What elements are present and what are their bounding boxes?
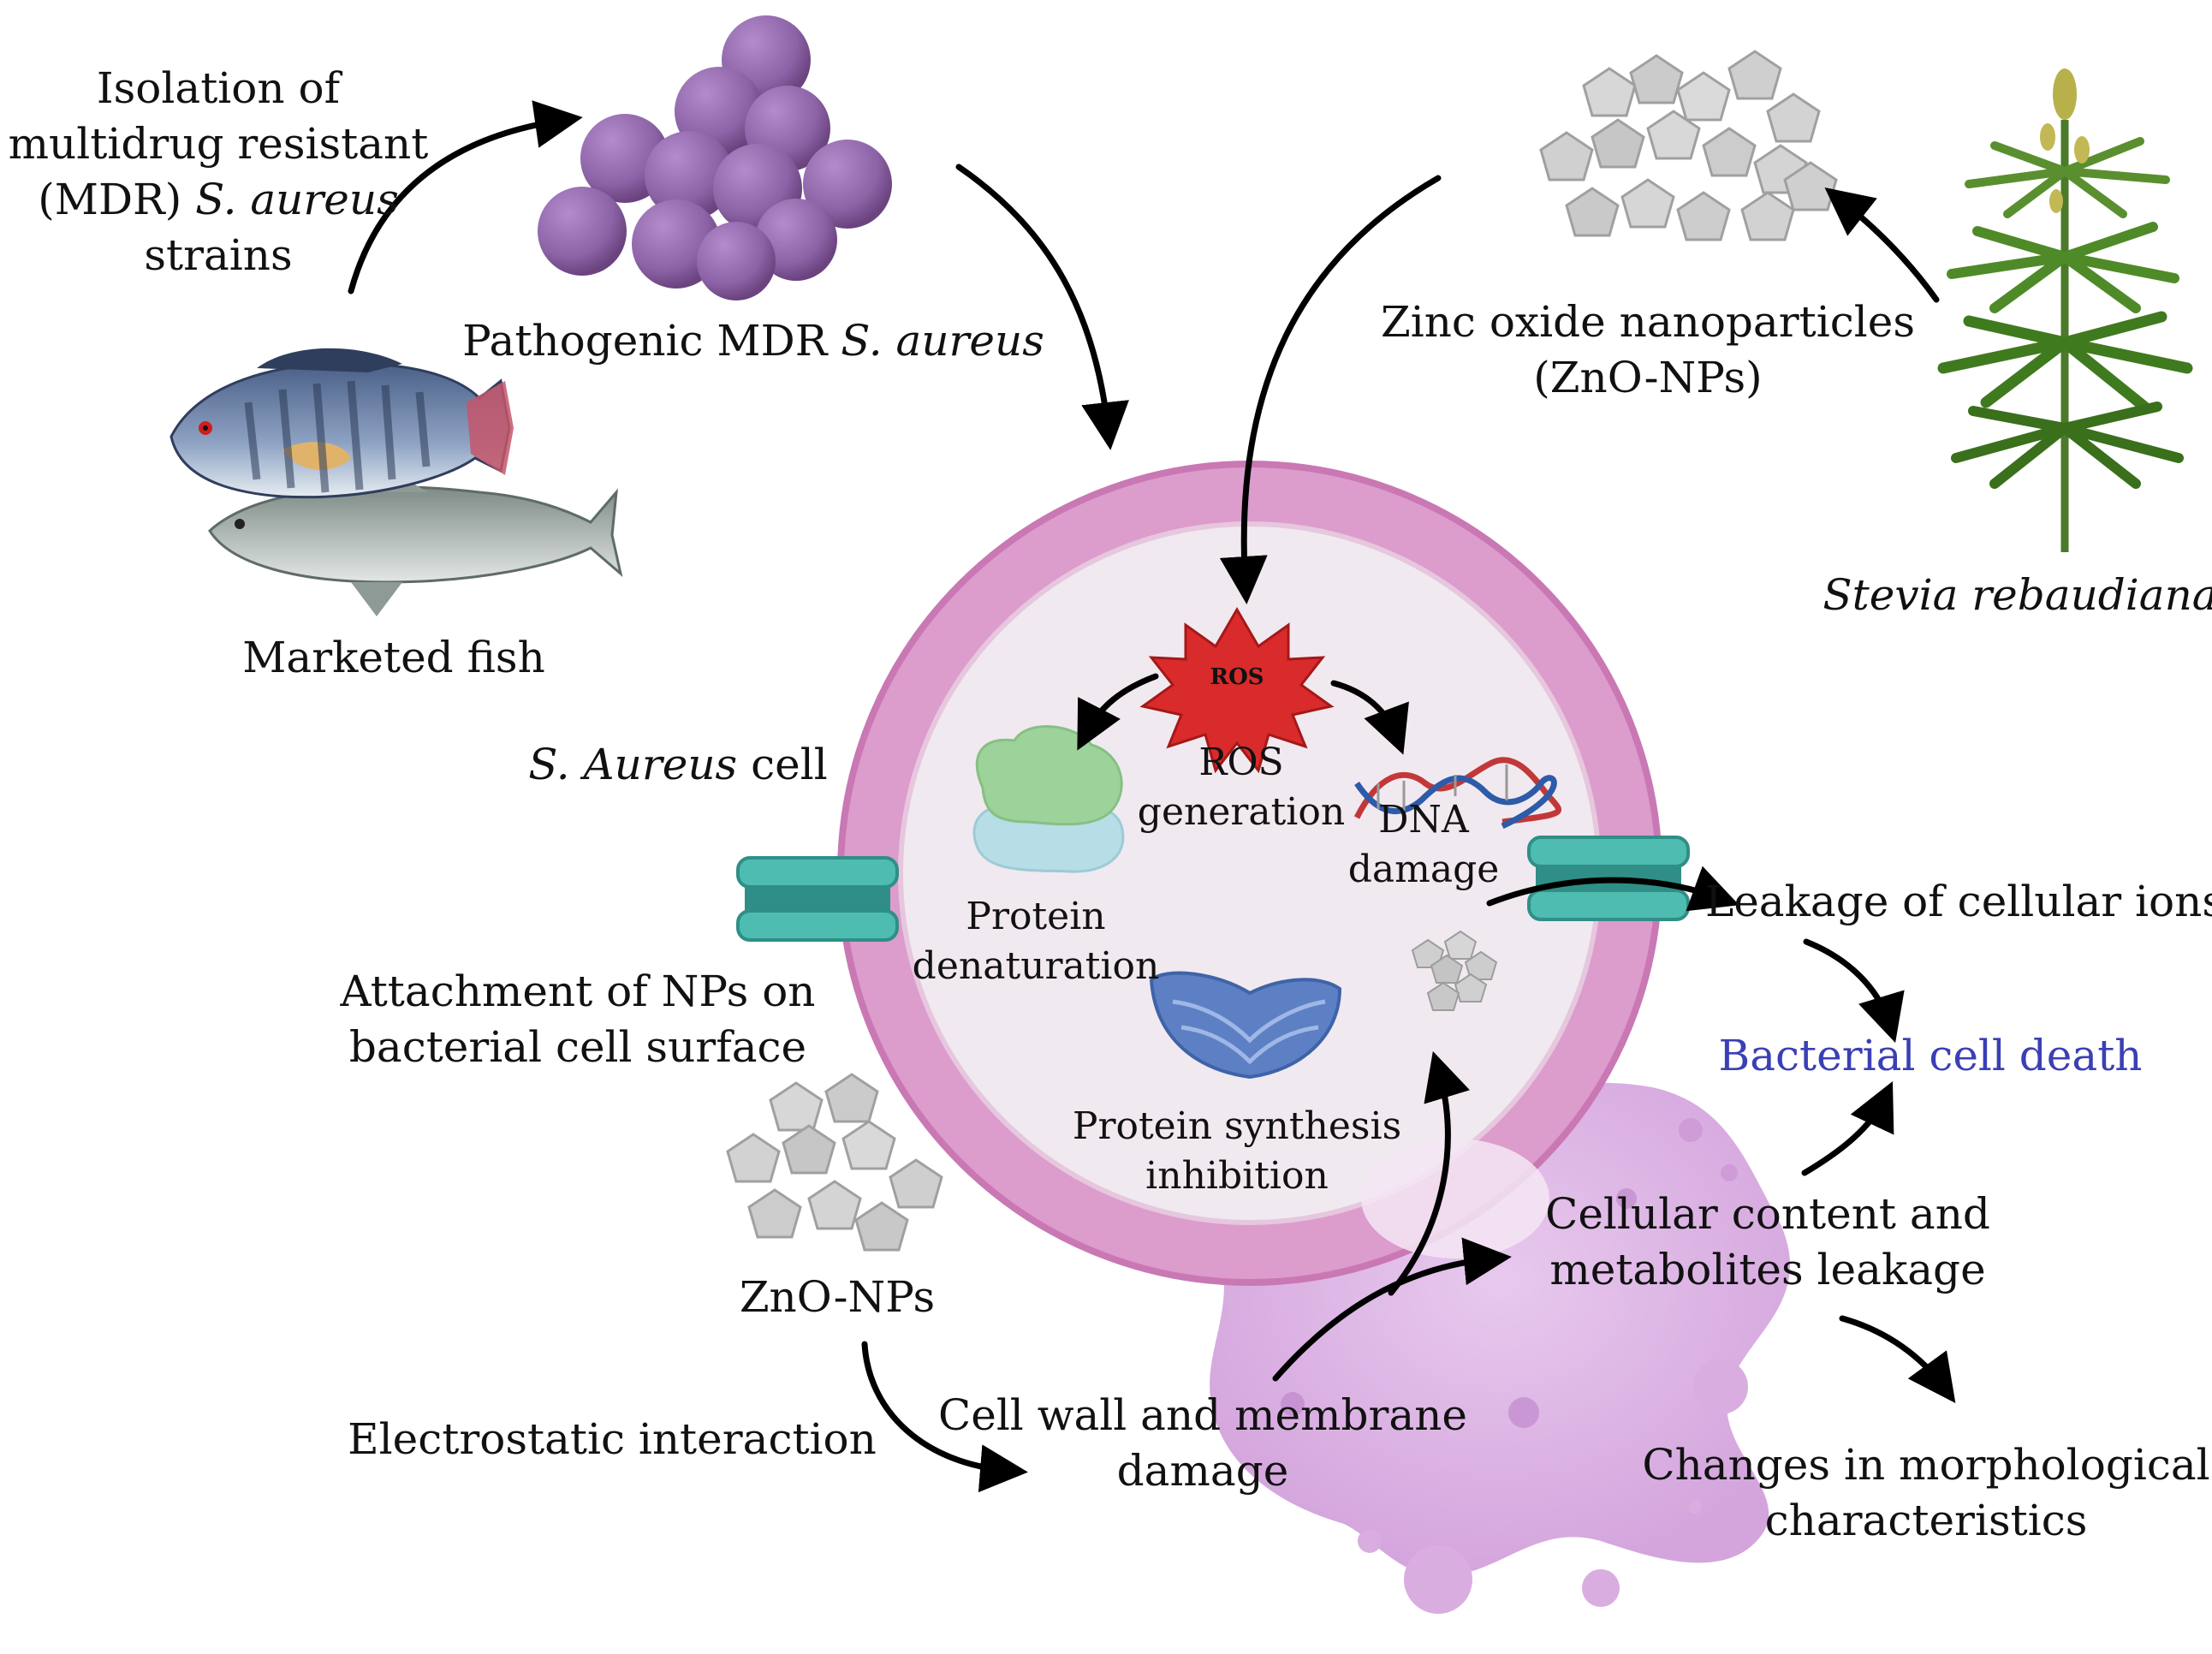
wall-damage-line-1: Cell wall and membrane [938, 1390, 1467, 1440]
ribosome-icon [1149, 971, 1342, 1080]
zno-nanoparticle-cluster-lower-icon [726, 1073, 943, 1252]
stevia-label: Stevia rebaudiana [1823, 570, 2212, 620]
labels: Isolation of multidrug resistant (MDR) S… [9, 63, 2212, 1545]
nanoparticle-cluster-inside [1411, 930, 1498, 1011]
cell-label: S. Aureus cell [528, 740, 827, 789]
isolation-line-1: Isolation of [97, 63, 343, 113]
isolation-line-2: multidrug resistant [9, 119, 429, 169]
arrows [348, 100, 1956, 1493]
dna-icon [1353, 757, 1562, 830]
protein-icon [972, 725, 1125, 873]
protein-synthesis-line-2: inhibition [1145, 1154, 1329, 1198]
attachment-line-2: bacterial cell surface [349, 1022, 806, 1072]
marketed-fish-label: Marketed fish [242, 633, 545, 682]
zno-title-line-2: (ZnO-NPs) [1533, 353, 1762, 402]
ros-badge-text: ROS [1210, 664, 1264, 690]
arrow-ros-to-dna [1330, 680, 1409, 755]
attachment-line-1: Attachment of NPs on [339, 967, 815, 1016]
isolation-line-3: (MDR) S. aureus [38, 175, 398, 224]
isolation-line-4: strains [144, 230, 292, 280]
morphological-line-1: Changes in morphological [1642, 1440, 2209, 1490]
arrow-ros-to-protein [1077, 673, 1159, 751]
zno-nanoparticle-cluster-icon [1539, 50, 1838, 241]
zno-nps-label: ZnO-NPs [740, 1272, 935, 1322]
arrow-damage-to-inside [1388, 1050, 1470, 1296]
bacterial-death-label: Bacterial cell death [1719, 1031, 2143, 1080]
protein-synthesis-line-1: Protein synthesis [1073, 1104, 1401, 1148]
cell-content-line-1: Cellular content and [1545, 1189, 1990, 1239]
leakage-ions-label: Leakage of cellular ions [1705, 877, 2212, 926]
arrow-content-to-morph [1839, 1315, 1956, 1403]
pathogenic-label: Pathogenic MDR S. aureus [462, 316, 1044, 366]
arrow-bacteria-to-cell [955, 164, 1129, 450]
arrow-zno-to-ros [1219, 175, 1442, 604]
fish-icon [169, 348, 623, 616]
arrow-content-to-death [1801, 1081, 1894, 1176]
dna-damage-line-2: damage [1348, 848, 1500, 891]
ros-generation-line-2: generation [1138, 790, 1345, 834]
dna-damage-line-1: DNA [1378, 798, 1470, 842]
arrow-stevia-to-zno [1824, 187, 1940, 303]
ion-channel-left [736, 856, 899, 942]
morphological-line-2: characteristics [1765, 1496, 2088, 1545]
arrow-isolation-to-bacteria [348, 100, 583, 295]
arrow-ions-to-death [1803, 938, 1905, 1044]
bacteria-cluster-icon [538, 15, 892, 300]
wall-damage-line-2: damage [1117, 1446, 1289, 1496]
arrow-damage-to-content [1272, 1237, 1512, 1382]
arrow-nps-to-damage [861, 1341, 1028, 1493]
ros-burst-icon: ROS [1139, 607, 1335, 774]
protein-denaturation-line-1: Protein [966, 895, 1105, 938]
protein-denaturation-line-2: denaturation [913, 944, 1160, 988]
arrow-to-leakage-ions [1486, 866, 1739, 912]
stevia-plant-icon [1937, 68, 2193, 552]
cell-content-line-2: metabolites leakage [1549, 1245, 1985, 1294]
zno-title-line-1: Zinc oxide nanoparticles [1381, 297, 1915, 347]
electrostatic-label: Electrostatic interaction [348, 1414, 877, 1464]
ros-generation-line-1: ROS [1198, 741, 1283, 784]
